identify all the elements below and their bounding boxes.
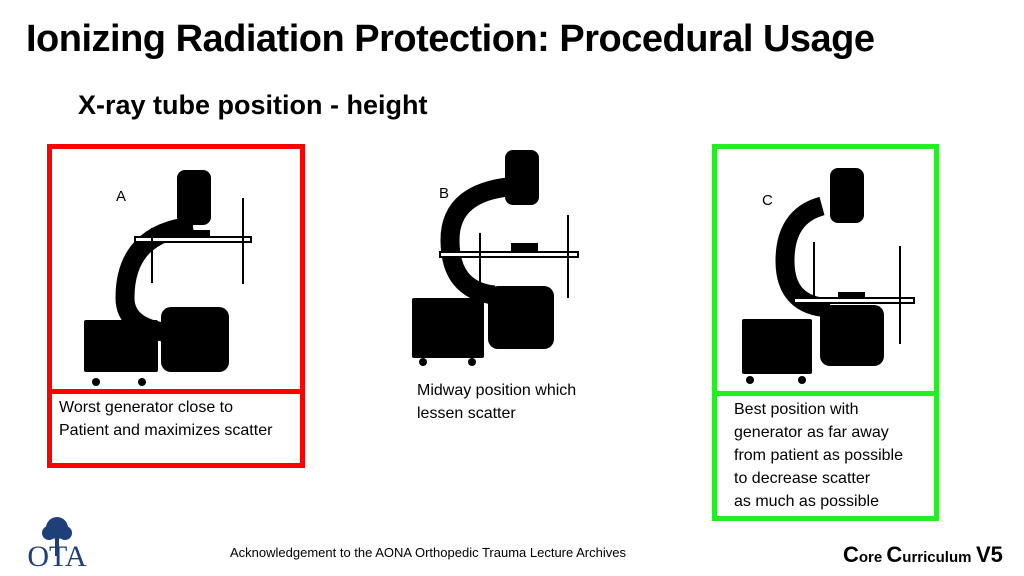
panel-a-caption: Worst generator close to Patient and max… [59,396,272,442]
panel-c-caption: Best position with generator as far away… [734,398,903,513]
caption-line: as much as possible [734,493,879,510]
caption-line: Midway position which [417,382,577,399]
brand-version: V5 [975,542,1003,567]
c-arm-icon [742,168,915,384]
panel-a-divider [47,389,305,394]
panel-b-label: B [439,185,450,202]
core-curriculum-brand: Core Curriculum V5 [843,542,1003,568]
tree-icon [42,517,72,556]
panel-a-frame [47,144,305,468]
brand-ore: ore [858,549,887,566]
panel-b-caption: Midway position which lessen scatter [417,379,576,425]
ota-logo: OTA [27,517,87,570]
panel-a-label: A [116,188,127,205]
caption-line: Patient and maximizes scatter [59,422,273,439]
caption-line: to decrease scatter [734,470,871,487]
caption-line: Worst generator close to [59,399,234,416]
panel-c-divider [712,391,939,396]
page-subtitle: X-ray tube position - height [78,90,428,120]
brand-c: C [843,542,859,567]
brand-urriculum: urriculum [902,549,972,566]
acknowledgement-text: Acknowledgement to the AONA Orthopedic T… [230,545,626,560]
caption-line: generator as far away [734,424,889,441]
logo-text: OTA [27,540,87,570]
caption-line: Best position with [734,401,859,418]
panel-c-label: C [762,192,773,209]
c-arm-icon [412,150,579,366]
panel-c-frame [712,144,939,521]
page-title: Ionizing Radiation Protection: Procedura… [26,18,875,60]
caption-line: lessen scatter [417,405,516,422]
c-arm-icon [84,170,252,386]
brand-c: C [886,542,903,567]
caption-line: from patient as possible [734,447,903,464]
